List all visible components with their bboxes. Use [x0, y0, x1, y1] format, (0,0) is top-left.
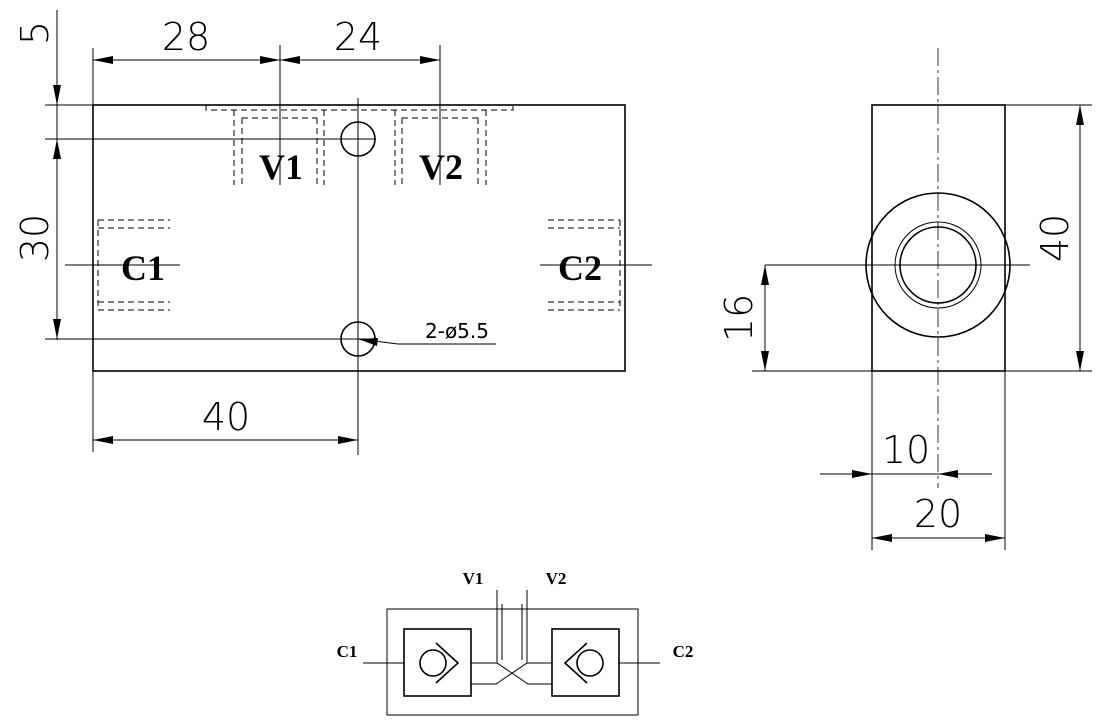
dim-28: 28 [162, 15, 210, 59]
dim-40-front: 40 [202, 395, 250, 439]
hole-note-leader: 2-ø5.5 [357, 319, 496, 346]
schematic-frame [386, 608, 639, 716]
dim-24: 24 [334, 15, 382, 59]
schematic-label-v2: V2 [546, 569, 567, 588]
port-label-c2: C2 [558, 248, 602, 288]
front-view: V1 V2 C1 C2 28 24 5 30 40 [13, 10, 652, 455]
check-valve-left-ball [419, 649, 447, 677]
port-label-c1: C1 [121, 248, 165, 288]
dimension-side-20: 20 [871, 371, 1006, 550]
dimension-bottom-40: 40 [92, 371, 358, 452]
dim-20: 20 [914, 492, 962, 536]
check-valve-right-ball [576, 649, 604, 677]
c-port-hidden-lines [92, 192, 626, 340]
dim-30: 30 [13, 214, 57, 262]
port-label-v1: V1 [259, 147, 303, 187]
port-label-v2: V2 [419, 147, 463, 187]
dimension-side-10: 10 [820, 428, 992, 478]
dimension-side-40: 40 [1005, 104, 1092, 372]
dim-5: 5 [13, 21, 57, 45]
hole-note: 2-ø5.5 [425, 319, 489, 343]
schematic-label-c2: C2 [673, 642, 694, 661]
v1-port-hidden-lines [205, 105, 514, 185]
check-valve-right-seat [563, 642, 588, 684]
v1-line [471, 590, 552, 685]
hydraulic-schematic: V1 V2 C1 C2 [337, 569, 694, 716]
side-view: 40 16 10 20 [717, 48, 1092, 550]
schematic-label-v1: V1 [463, 569, 484, 588]
side-body-outline [871, 104, 1006, 372]
dimension-side-16: 16 [717, 265, 872, 372]
check-valve-left-box [403, 628, 472, 697]
v2-line [471, 590, 552, 685]
dim-40-side: 40 [1033, 214, 1077, 262]
dimension-left-5-30: 5 30 [13, 10, 93, 340]
check-valve-left-seat [435, 642, 460, 684]
schematic-label-c1: C1 [337, 642, 358, 661]
front-body-outline [92, 104, 626, 372]
dimension-top-28-24: 28 24 [92, 15, 440, 105]
check-valve-right-box [551, 628, 620, 697]
dim-16: 16 [717, 294, 761, 342]
dim-10: 10 [882, 428, 930, 472]
pilot-lines [501, 604, 523, 660]
